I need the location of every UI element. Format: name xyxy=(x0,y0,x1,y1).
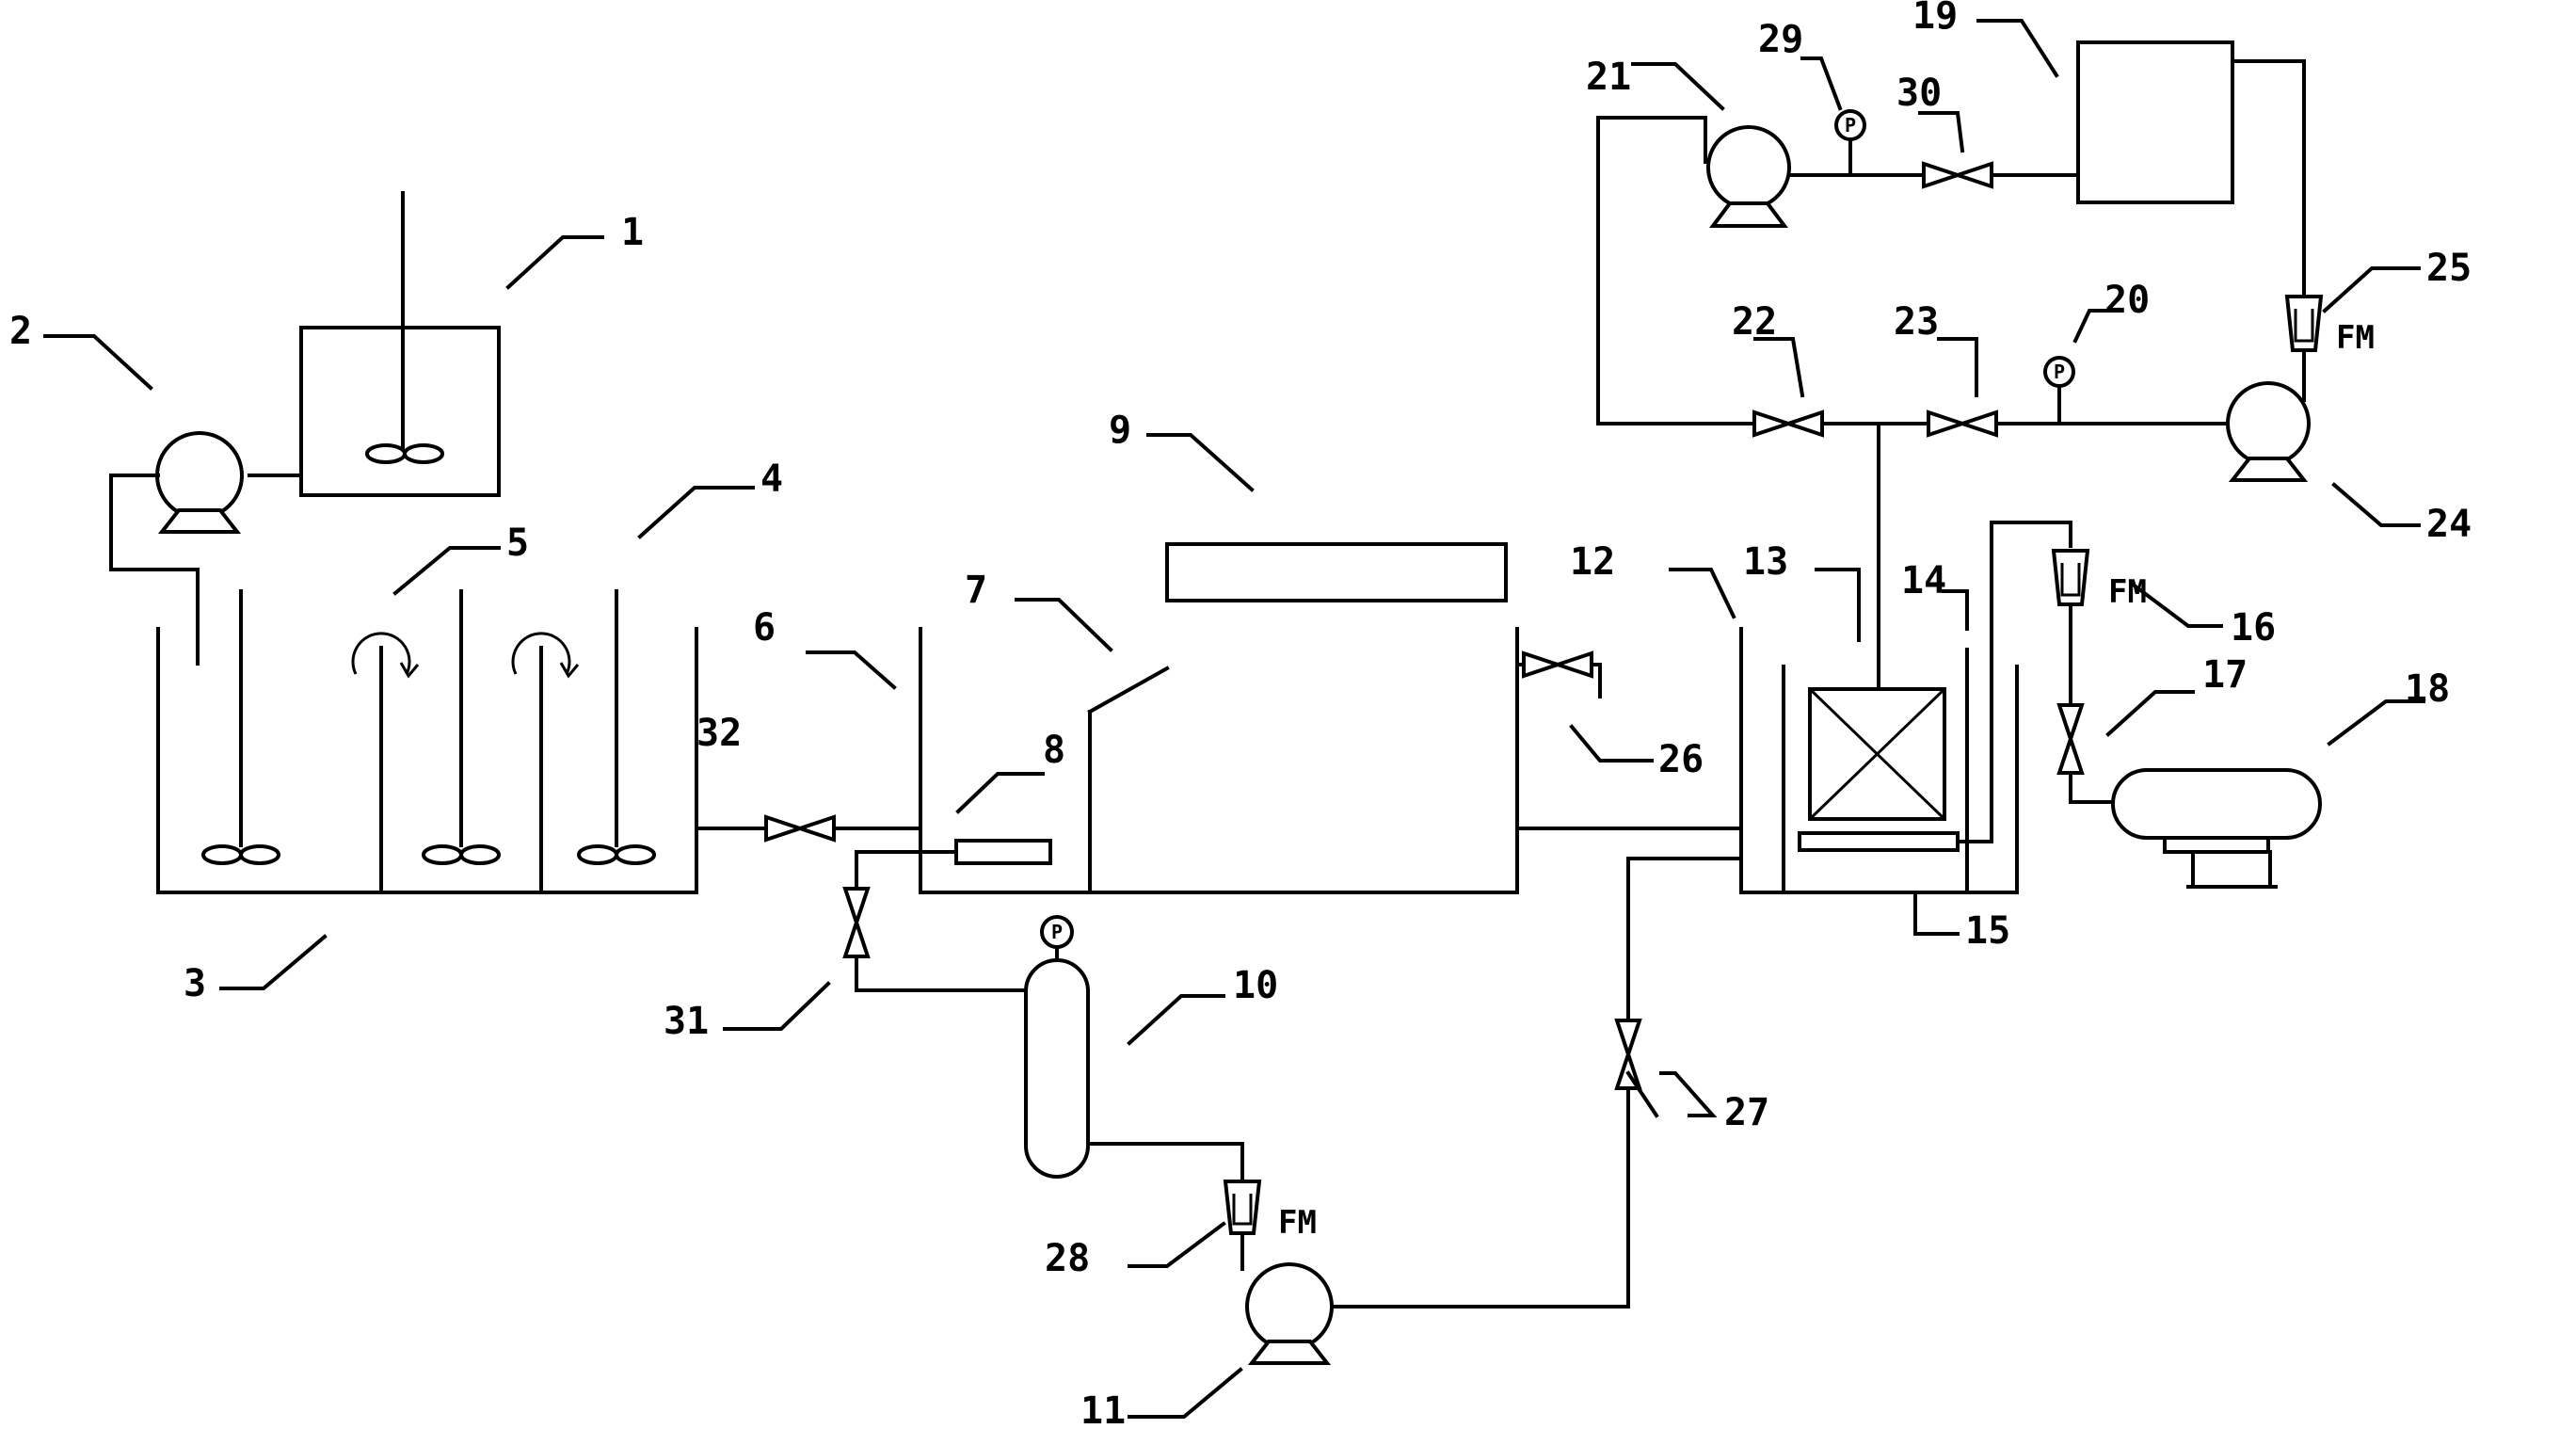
valve-31 xyxy=(843,887,870,958)
valve-26 xyxy=(1522,651,1593,678)
pipe-fm25-to-tank19 xyxy=(2231,59,2306,298)
pump-11 xyxy=(1245,1262,1334,1365)
label-9: 9 xyxy=(1109,409,1131,452)
pipe-pump11-to-membrane xyxy=(1330,857,1743,1309)
pipe-air-to-diffuser xyxy=(1956,521,2072,843)
label-8: 8 xyxy=(1043,729,1065,772)
dosing-pump xyxy=(155,431,244,534)
label-22: 22 xyxy=(1732,300,1777,344)
label-30: 30 xyxy=(1896,72,1942,115)
valve-30 xyxy=(1922,162,1993,188)
pipe-valve31-to-cylinder xyxy=(855,982,1047,992)
label-20: 20 xyxy=(2104,279,2150,322)
label-10: 10 xyxy=(1233,964,1278,1007)
valve-27 xyxy=(1615,1019,1641,1090)
pump-24 xyxy=(2226,381,2311,482)
label-23: 23 xyxy=(1894,300,1939,344)
label-14: 14 xyxy=(1901,559,1946,602)
leader-lines xyxy=(43,19,2425,1419)
pipe-cylinder-to-fm28 xyxy=(1086,1142,1244,1180)
pipe-gas-line xyxy=(855,850,952,990)
svg-text:P: P xyxy=(2054,361,2065,383)
label-21: 21 xyxy=(1586,56,1631,99)
aeration-tank xyxy=(919,542,1519,894)
flowmeter-16: FM xyxy=(2051,549,2147,611)
label-16: 16 xyxy=(2231,606,2276,650)
label-19: 19 xyxy=(1912,0,1958,38)
component-labels: 1 2 3 4 5 6 7 8 9 10 11 12 13 14 15 16 1… xyxy=(9,0,2472,1429)
label-4: 4 xyxy=(760,458,783,501)
flowmeter-28: FM xyxy=(1223,1180,1317,1242)
label-7: 7 xyxy=(965,569,987,612)
label-29: 29 xyxy=(1758,18,1803,61)
label-26: 26 xyxy=(1658,738,1704,781)
label-18: 18 xyxy=(2405,667,2450,711)
air-blower xyxy=(2111,768,2322,889)
label-11: 11 xyxy=(1080,1389,1126,1429)
reaction-tank xyxy=(156,589,698,894)
label-5: 5 xyxy=(506,522,529,565)
pressure-gauge-20: P xyxy=(2043,356,2075,425)
label-3: 3 xyxy=(184,962,206,1005)
label-24: 24 xyxy=(2426,503,2472,546)
flowmeter-25-label: FM xyxy=(2336,319,2375,357)
label-31: 31 xyxy=(664,1000,709,1043)
label-32: 32 xyxy=(696,712,742,755)
label-17: 17 xyxy=(2202,653,2248,697)
label-1: 1 xyxy=(621,211,644,254)
permeate-tank xyxy=(2076,40,2234,204)
label-12: 12 xyxy=(1570,540,1615,584)
label-13: 13 xyxy=(1743,540,1788,584)
valve-32 xyxy=(764,815,836,842)
pressure-gauge-label: P xyxy=(1051,921,1063,943)
dosing-tank xyxy=(299,191,501,497)
pipe-backwash-loop xyxy=(1596,116,1880,425)
flowmeter-25: FM xyxy=(2284,295,2375,357)
label-28: 28 xyxy=(1045,1237,1090,1280)
gas-cylinder: P xyxy=(1024,915,1090,1179)
label-27: 27 xyxy=(1724,1091,1769,1134)
label-2: 2 xyxy=(9,310,32,353)
pressure-gauge-29: P xyxy=(1834,109,1866,177)
svg-text:P: P xyxy=(1845,114,1856,136)
flowmeter-28-label: FM xyxy=(1278,1204,1317,1242)
valve-23 xyxy=(1927,410,1998,437)
pump-21 xyxy=(1706,125,1791,228)
label-25: 25 xyxy=(2426,247,2472,290)
pipe-pump-to-reactor xyxy=(109,474,200,666)
label-15: 15 xyxy=(1965,909,2010,953)
valve-17 xyxy=(2057,703,2084,775)
valve-22 xyxy=(1752,410,1824,437)
label-6: 6 xyxy=(753,606,776,650)
